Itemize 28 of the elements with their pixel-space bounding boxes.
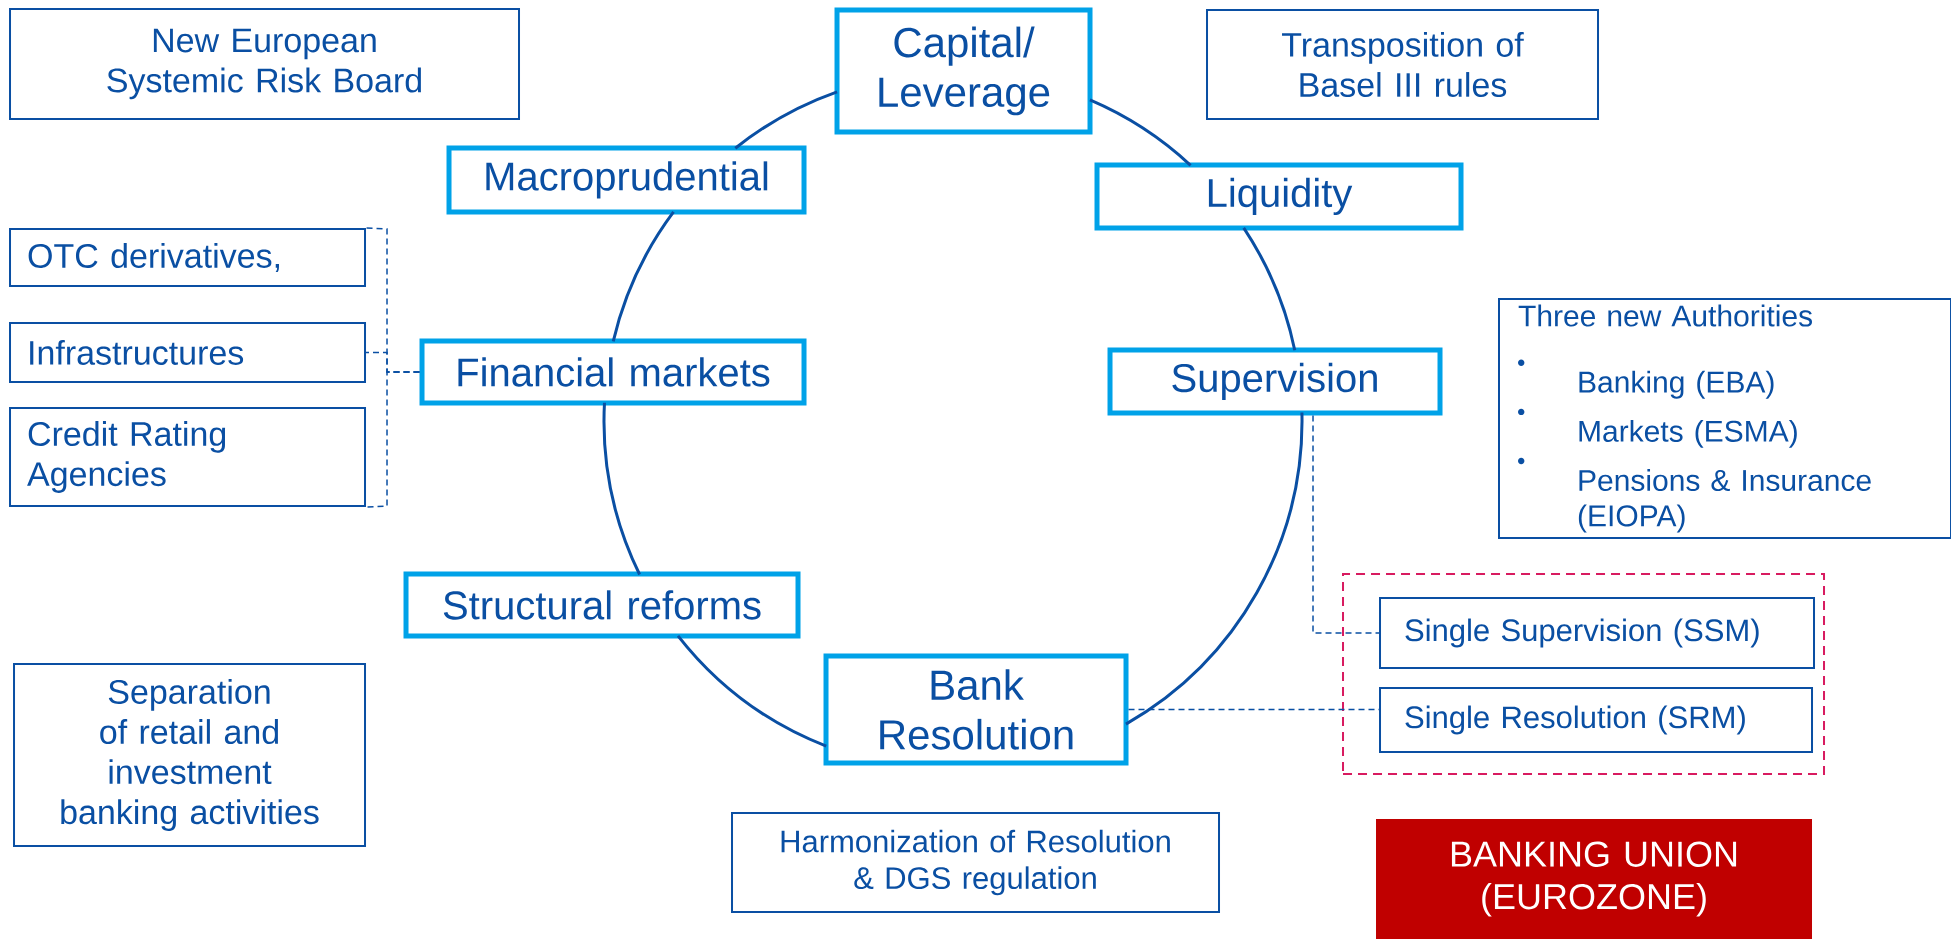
text-box: Transposition of Basel III rules	[1206, 9, 1599, 120]
text-box: Harmonization of Resolution & DGS regulation	[731, 812, 1220, 913]
leader-line	[365, 371, 421, 508]
text-box: Infrastructures	[9, 322, 366, 383]
circle-arc	[734, 90, 838, 150]
text-box: New European Systemic Risk Board	[9, 8, 520, 120]
circle-arc	[602, 402, 641, 576]
banner-box: BANKING UNION (EUROZONE)	[1376, 819, 1812, 939]
topic-box: Supervision	[1107, 347, 1443, 416]
topic-box: Financial markets	[419, 338, 807, 406]
text-box: Separation of retail and investment banking activities	[13, 663, 366, 847]
topic-box: Bank Resolution	[823, 653, 1129, 766]
circle-arc	[1089, 98, 1192, 167]
info-box: Three new Authorities Banking (EBA) Markets (ESMA) Pensions & Insurance (EIOPA)	[1498, 298, 1951, 539]
leader-line	[1312, 414, 1380, 634]
topic-box: Capital/ Leverage	[834, 7, 1093, 135]
text-box: Credit Rating Agencies	[9, 407, 366, 507]
text-box: Single Resolution (SRM)	[1379, 687, 1813, 753]
topic-box: Structural reforms	[403, 571, 801, 639]
topic-box: Macroprudential	[446, 145, 807, 215]
circle-arc	[676, 634, 827, 748]
text-box: OTC derivatives,	[9, 228, 366, 287]
circle-arc	[1125, 412, 1304, 726]
topic-box: Liquidity	[1094, 162, 1464, 231]
text-box: Single Supervision (SSM)	[1379, 597, 1815, 669]
circle-arc	[611, 211, 675, 342]
dashed-frame	[1342, 573, 1825, 775]
circle-arc	[1242, 227, 1297, 351]
